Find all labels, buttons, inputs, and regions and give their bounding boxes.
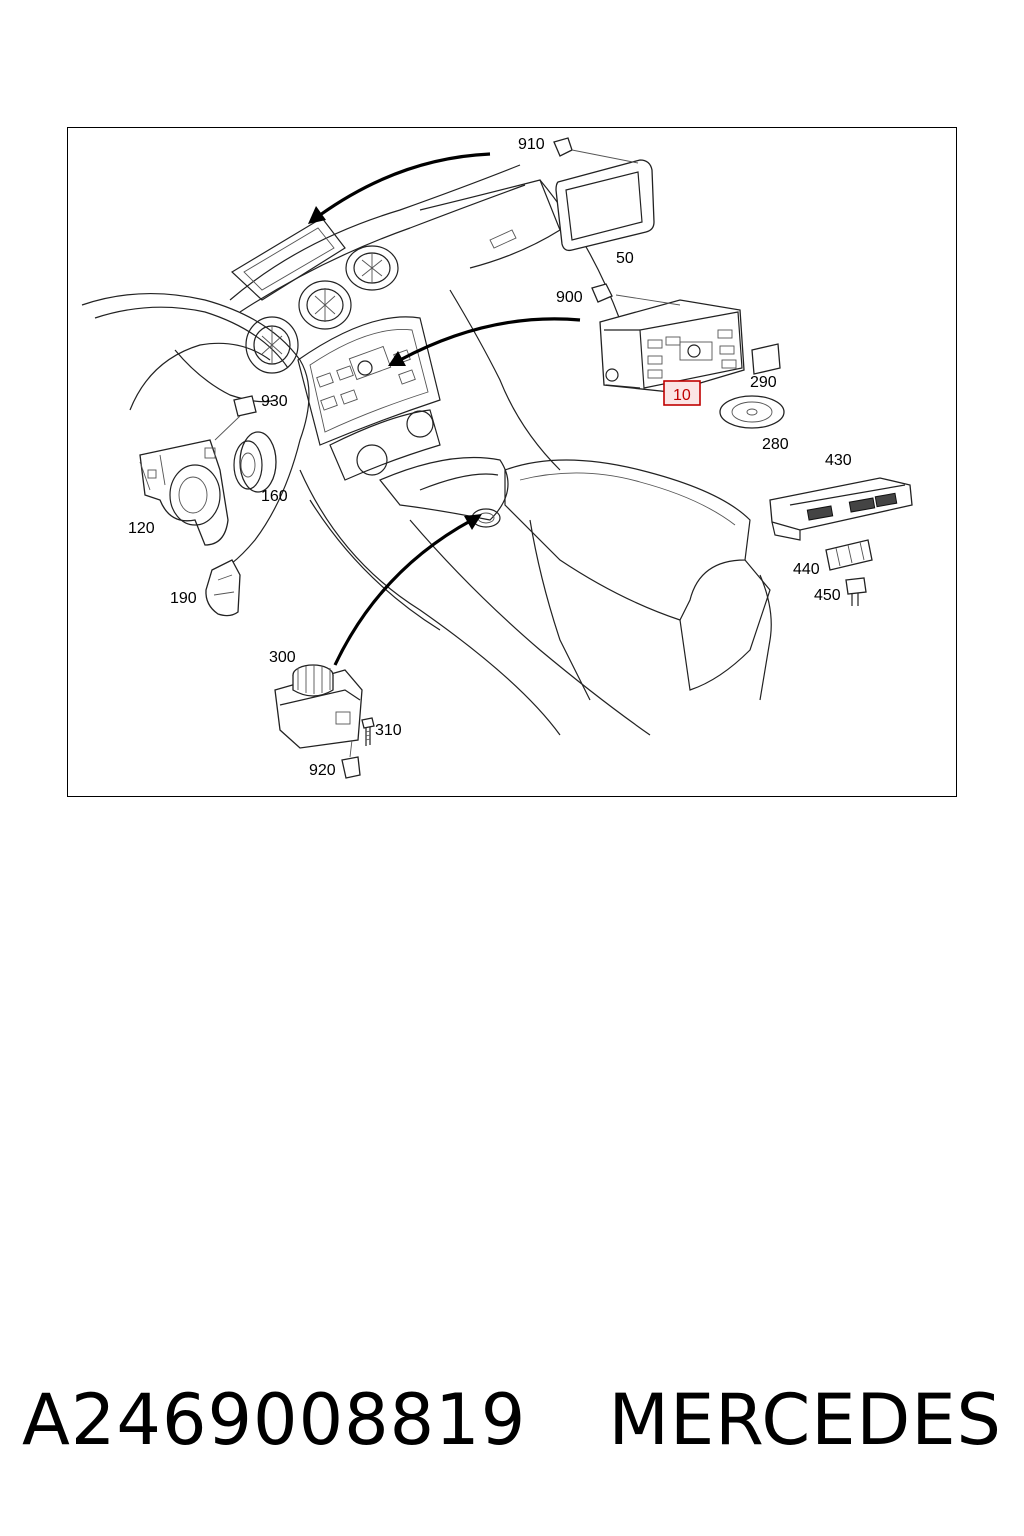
part-430-panel	[769, 477, 913, 541]
part-310-screw	[361, 717, 375, 746]
part-900-clip	[591, 283, 613, 303]
footer-caption: A2469008819 MERCEDES	[0, 1370, 1024, 1470]
callout-labels: 910 50 900 10 290 280 930 160 120 190 43…	[128, 136, 852, 779]
callout-50: 50	[616, 250, 634, 267]
part-190-cover	[205, 559, 241, 617]
callout-190: 190	[170, 590, 197, 607]
dashboard-illustration	[81, 164, 772, 736]
part-290-card	[751, 343, 781, 375]
callout-310: 310	[375, 722, 402, 739]
callout-930: 930	[261, 393, 288, 410]
arrow-controller-to-console	[333, 514, 482, 666]
callout-300: 300	[269, 649, 296, 666]
part-300-controller	[274, 664, 363, 749]
part-number: A2469008819	[22, 1379, 527, 1461]
callout-900: 900	[556, 289, 583, 306]
callout-10-highlight-box	[663, 380, 701, 406]
part-160-speaker	[233, 431, 277, 493]
part-450-sensor	[845, 577, 867, 606]
part-440-connector	[825, 539, 873, 571]
callout-910: 910	[518, 136, 545, 153]
part-280-disc	[719, 395, 785, 429]
callout-160: 160	[261, 488, 288, 505]
callout-430: 430	[825, 452, 852, 469]
callout-920: 920	[309, 762, 336, 779]
part-120-assembly	[139, 439, 229, 546]
callout-290: 290	[750, 374, 777, 391]
arrow-headunit-to-stack	[388, 317, 581, 366]
part-930-clip	[214, 395, 257, 441]
callout-10: 10	[673, 387, 691, 404]
callout-450: 450	[814, 587, 841, 604]
callout-280: 280	[762, 436, 789, 453]
part-50-display	[555, 159, 655, 252]
part-10-head-unit	[599, 294, 745, 393]
callout-120: 120	[128, 520, 155, 537]
callout-440: 440	[793, 561, 820, 578]
part-910-clip	[553, 137, 639, 164]
part-920-clip	[341, 739, 361, 779]
arrow-display-to-dash	[308, 152, 491, 224]
brand-name: MERCEDES	[608, 1379, 1002, 1461]
